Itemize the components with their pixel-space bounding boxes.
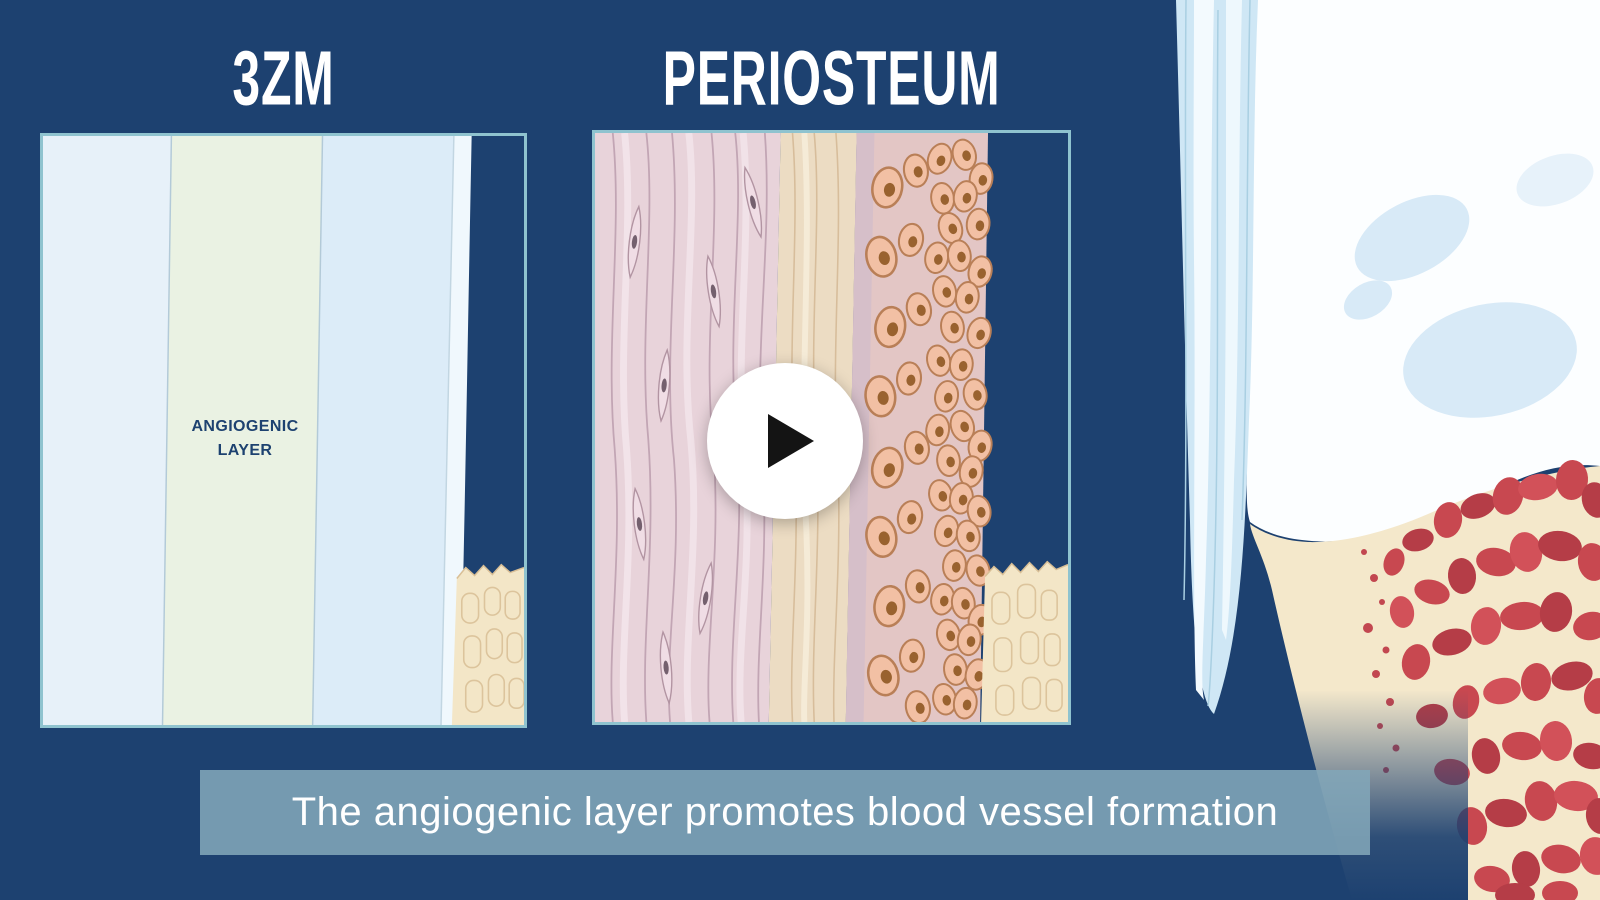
play-button[interactable] <box>707 363 863 519</box>
szm-panel: ANGIOGENIC LAYER <box>40 133 527 728</box>
bone-fragment <box>451 563 524 725</box>
caption-text: The angiogenic layer promotes blood vess… <box>291 790 1279 834</box>
bone-cross-section-illustration <box>1176 0 1600 900</box>
szm-title-text: 3ZM <box>232 34 335 122</box>
red-marrow <box>1361 460 1600 900</box>
periosteum-panel-title: PERIOSTEUM <box>592 34 1071 122</box>
caption-bar: The angiogenic layer promotes blood vess… <box>200 770 1370 855</box>
play-icon <box>768 414 814 468</box>
szm-illustration <box>43 136 524 725</box>
cortical-band <box>1176 0 1258 714</box>
bone-fragment <box>981 560 1068 722</box>
bone-cross-section <box>1160 0 1600 900</box>
szm-panel-title: 3ZM <box>40 34 527 122</box>
periosteum-title-text: PERIOSTEUM <box>662 34 1001 122</box>
bone-shading <box>1343 153 1594 418</box>
angiogenic-layer-label: ANGIOGENIC LAYER <box>191 418 299 460</box>
